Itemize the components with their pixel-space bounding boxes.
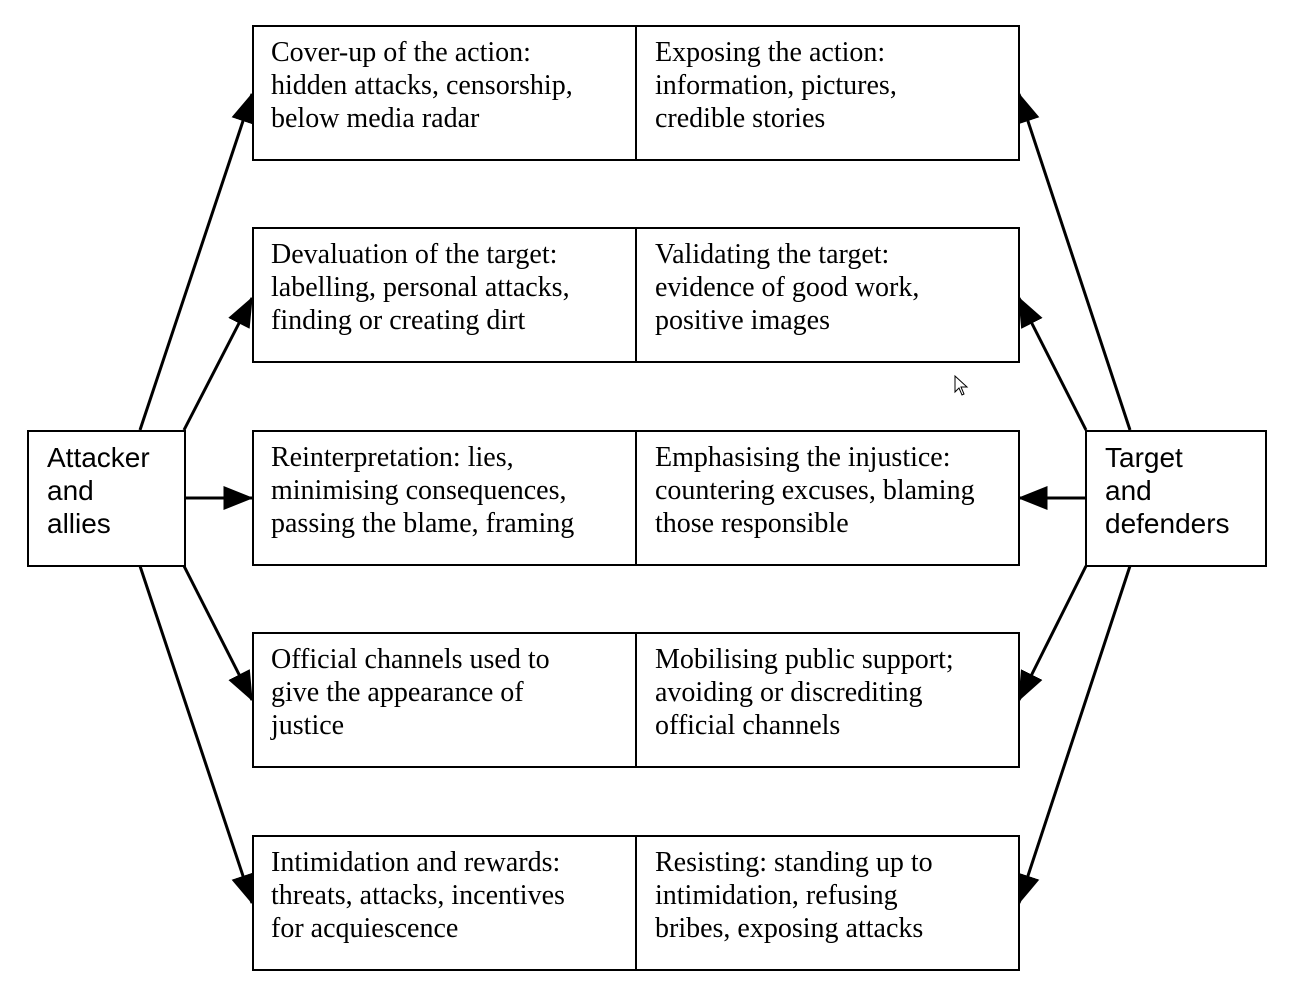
tactic-row-official-channels: Official channels used to give the appea… <box>252 632 1020 768</box>
arrow-attacker-to-row-1 <box>138 92 255 431</box>
tactic-line: Official channels used to <box>271 644 550 675</box>
response-line: countering excuses, blaming <box>655 475 975 506</box>
attacker-label-line-1: Attacker <box>47 442 150 473</box>
tactic-line: Reinterpretation: lies, <box>271 442 514 473</box>
response-line: intimidation, refusing <box>655 880 898 911</box>
tactic-line: below media radar <box>271 103 480 134</box>
attacker-tactic-cell: Devaluation of the target: labelling, pe… <box>254 229 637 361</box>
tactic-line: give the appearance of <box>271 677 524 708</box>
arrow-attacker-to-row-5 <box>138 565 255 905</box>
target-response-cell: Resisting: standing up to intimidation, … <box>637 837 1018 969</box>
arrow-target-to-row-4 <box>1017 565 1088 702</box>
response-line: those responsible <box>655 508 849 539</box>
attacker-label-line-3: allies <box>47 508 111 539</box>
response-line: Validating the target: <box>655 239 890 270</box>
tactic-line: labelling, personal attacks, <box>271 272 570 303</box>
response-line: Resisting: standing up to <box>655 847 933 878</box>
target-arrows <box>1016 92 1132 905</box>
tactic-line: finding or creating dirt <box>271 305 526 336</box>
response-line: Emphasising the injustice: <box>655 442 951 473</box>
tactic-line: minimising consequences, <box>271 475 567 506</box>
response-line: bribes, exposing attacks <box>655 913 924 944</box>
tactic-line: Intimidation and rewards: <box>271 847 561 878</box>
response-line: Mobilising public support; <box>655 644 954 675</box>
target-label-line-2: and <box>1105 475 1152 506</box>
attacker-label-line-2: and <box>47 475 94 506</box>
tactic-row-reinterpretation: Reinterpretation: lies, minimising conse… <box>252 430 1020 566</box>
attacker-tactic-cell: Reinterpretation: lies, minimising conse… <box>254 432 637 564</box>
arrow-target-to-row-2 <box>1017 296 1088 431</box>
target-response-cell: Exposing the action: information, pictur… <box>637 27 1018 159</box>
attacker-tactic-cell: Cover-up of the action: hidden attacks, … <box>254 27 637 159</box>
tactic-line: justice <box>271 710 345 741</box>
attacker-tactic-cell: Intimidation and rewards: threats, attac… <box>254 837 637 969</box>
tactic-line: Cover-up of the action: <box>271 37 531 68</box>
target-label-line-3: defenders <box>1105 508 1230 539</box>
response-line: avoiding or discrediting <box>655 677 923 708</box>
response-line: evidence of good work, <box>655 272 920 303</box>
tactic-line: Devaluation of the target: <box>271 239 558 270</box>
response-line: official channels <box>655 710 841 741</box>
arrow-attacker-to-row-2 <box>182 296 254 431</box>
response-line: credible stories <box>655 103 826 134</box>
response-line: information, pictures, <box>655 70 897 101</box>
arrow-attacker-to-row-4 <box>182 565 254 702</box>
tactic-line: threats, attacks, incentives <box>271 880 565 911</box>
arrow-target-to-row-5 <box>1016 565 1132 905</box>
target-response-cell: Emphasising the injustice: countering ex… <box>637 432 1018 564</box>
attacker-tactic-cell: Official channels used to give the appea… <box>254 634 637 766</box>
tactic-line: passing the blame, framing <box>271 508 575 539</box>
tactic-row-intimidation: Intimidation and rewards: threats, attac… <box>252 835 1020 971</box>
arrow-target-to-row-1 <box>1016 92 1132 431</box>
tactic-line: hidden attacks, censorship, <box>271 70 573 101</box>
target-response-cell: Mobilising public support; avoiding or d… <box>637 634 1018 766</box>
response-line: Exposing the action: <box>655 37 886 68</box>
attacker-arrows <box>138 92 255 905</box>
mouse-cursor-icon <box>954 374 969 396</box>
target-and-defenders-box: Target and defenders <box>1085 430 1267 567</box>
attacker-and-allies-box: Attacker and allies <box>27 430 186 567</box>
target-response-cell: Validating the target: evidence of good … <box>637 229 1018 361</box>
tactic-row-devaluation: Devaluation of the target: labelling, pe… <box>252 227 1020 363</box>
target-label-line-1: Target <box>1105 442 1183 473</box>
response-line: positive images <box>655 305 830 336</box>
tactic-row-cover-up: Cover-up of the action: hidden attacks, … <box>252 25 1020 161</box>
tactic-line: for acquiescence <box>271 913 459 944</box>
